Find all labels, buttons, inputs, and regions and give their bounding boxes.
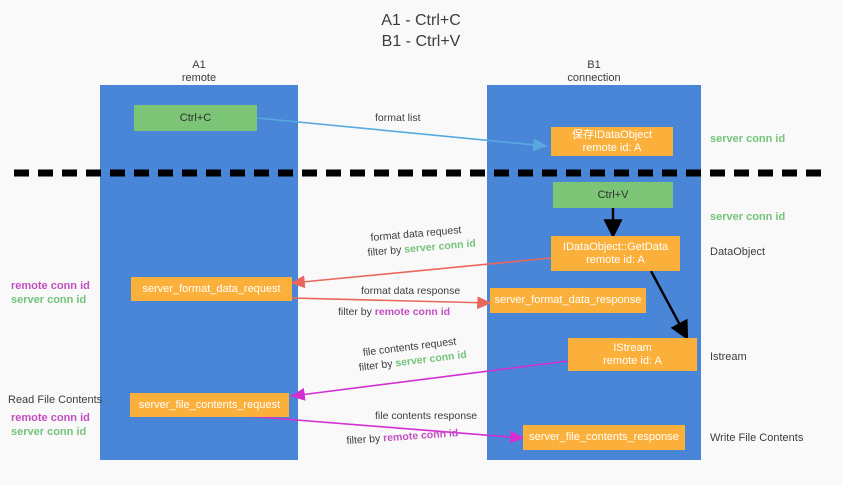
- node-server-format-data-request-label: server_format_data_request: [142, 282, 281, 295]
- node-server-format-data-response-label: server_format_data_response: [494, 294, 642, 306]
- arrow-getdata-to-istream: [649, 270, 689, 341]
- node-server-file-contents-response-label: server_file_contents_response: [529, 431, 679, 443]
- annotation-read-file-contents: Read File Contents: [8, 394, 103, 406]
- node-idataobject-getdata-label: IDataObject::GetData remote id: A: [562, 240, 669, 266]
- node-server-format-data-response[interactable]: server_format_data_response: [490, 288, 646, 313]
- arrow-file-contents-request: [290, 360, 569, 401]
- node-save-idataobject-label: 保存IDataObject remote id: A: [571, 128, 653, 154]
- node-save-idataobject[interactable]: 保存IDataObject remote id: A: [551, 127, 673, 156]
- column-header-a1: A1 remote: [181, 59, 217, 84]
- filter-prefix: filter by: [338, 306, 375, 318]
- annotation-format-server-conn-id: server conn id: [11, 294, 87, 306]
- annotation-file-server-conn-id: server conn id: [11, 426, 87, 438]
- node-idataobject-getdata[interactable]: IDataObject::GetData remote id: A: [551, 236, 680, 271]
- column-header-b1: B1 connection: [567, 59, 621, 84]
- arrow-format-data-request: [290, 257, 552, 289]
- node-server-file-contents-request-label: server_file_contents_request: [138, 398, 281, 411]
- node-istream-label: IStream remote id: A: [603, 341, 662, 367]
- node-istream[interactable]: IStream remote id: A: [568, 338, 697, 371]
- annotation-data-object: DataObject: [710, 246, 766, 258]
- filter-prefix: filter by: [346, 432, 384, 447]
- node-ctrl-v-label: Ctrl+V: [597, 188, 629, 201]
- annotation-file-remote-conn-id: remote conn id: [11, 412, 90, 424]
- node-ctrl-c[interactable]: Ctrl+C: [134, 105, 257, 131]
- annotation-istream: Istream: [710, 351, 747, 363]
- filter-prefix: filter by: [367, 243, 405, 259]
- node-ctrl-c-label: Ctrl+C: [179, 111, 212, 124]
- edge-label-format-list: format list: [375, 112, 421, 124]
- filter-value-remote-conn-id: remote conn id: [374, 306, 451, 318]
- edge-label-format-data-response-filter: filter by remote conn id: [338, 305, 450, 319]
- node-server-format-data-request[interactable]: server_format_data_request: [131, 277, 292, 301]
- page-title: A1 - Ctrl+C B1 - Ctrl+V: [381, 12, 461, 50]
- edge-label-format-data-response: format data response: [361, 285, 461, 297]
- annotation-format-remote-conn-id: remote conn id: [11, 280, 90, 292]
- annotation-server-conn-id-mid: server conn id: [710, 211, 786, 223]
- node-server-file-contents-response[interactable]: server_file_contents_response: [523, 425, 685, 450]
- edge-label-file-contents-response: file contents response: [375, 410, 478, 422]
- annotation-write-file-contents: Write File Contents: [710, 432, 804, 444]
- arrow-format-list: [256, 117, 548, 152]
- node-ctrl-v[interactable]: Ctrl+V: [553, 182, 673, 208]
- node-server-file-contents-request[interactable]: server_file_contents_request: [130, 393, 289, 417]
- annotation-server-conn-id-top: server conn id: [710, 133, 786, 145]
